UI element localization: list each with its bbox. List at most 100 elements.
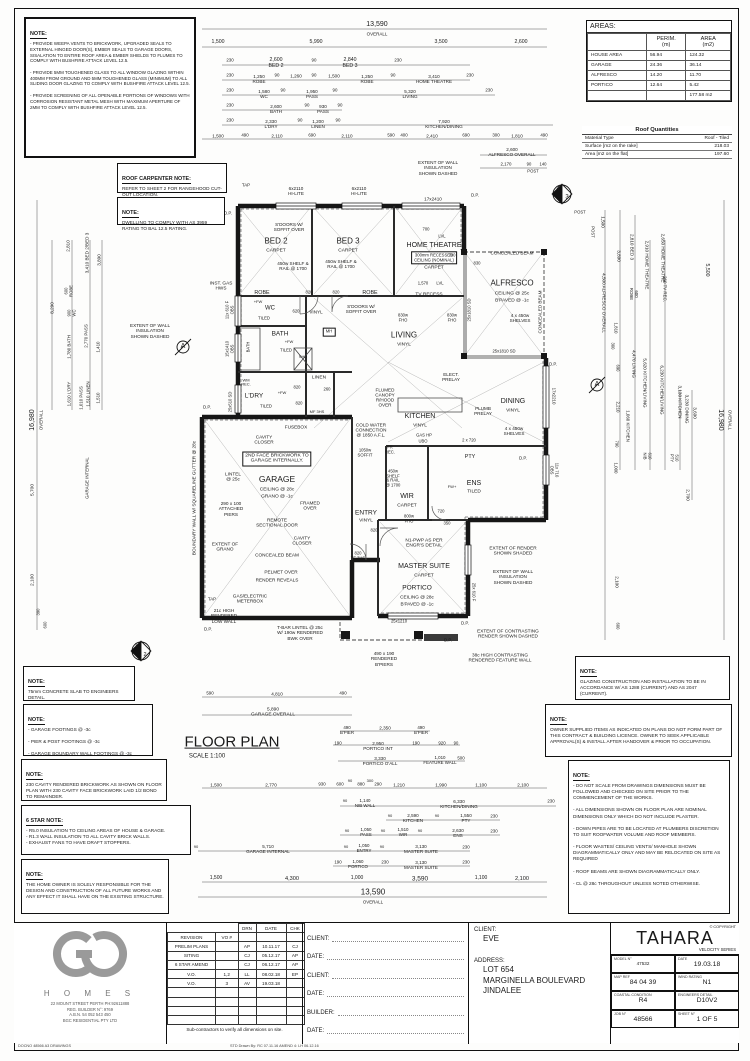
sliding-door-glazing xyxy=(463,254,544,359)
revision-row xyxy=(167,1014,305,1026)
roof-quantities-title: Roof Quantities xyxy=(582,126,732,135)
posts-and-piers xyxy=(341,249,547,641)
product-field-label: MAP REF xyxy=(614,975,630,980)
builder-address: 22 MOUNT STREET PERTH PH:92611888 REG. B… xyxy=(50,1001,130,1024)
insulation-dashed-line xyxy=(204,208,544,615)
note-title: NOTE: xyxy=(573,773,590,781)
fixtures xyxy=(239,327,463,413)
std-drawn-text: STD Drawn By: RC 07.11.16 AMEND 4: LH 06… xyxy=(230,1044,319,1048)
signature-line xyxy=(327,988,464,997)
vo-header: VO # xyxy=(215,932,239,943)
note-title: 6 STAR NOTE: xyxy=(26,818,64,826)
subcontractor-note: Sub-contractors to verify all dimensions… xyxy=(186,1027,283,1033)
note-title: NOTE: xyxy=(550,717,567,725)
builder-logo-cell: H O M E S 22 MOUNT STREET PERTH PH:92611… xyxy=(14,923,166,1044)
note-body: GLAZING CONSTRUCTION AND INSTALLATION TO… xyxy=(580,679,706,697)
date-header: DATE xyxy=(255,922,287,934)
client-info-cell: CLIENT: EVE ADDRESS: LOT 654 MARGINELLA … xyxy=(468,923,610,1044)
client-name: EVE xyxy=(483,934,500,943)
note-title: NOTE: xyxy=(28,679,45,687)
revision-header-row: DRN DATE CHK xyxy=(168,922,305,934)
area-column-header: AREA (m2) xyxy=(685,33,731,51)
revision-row xyxy=(167,987,305,998)
roof-quantity-row: Area [m2 on the flat]197.60 xyxy=(582,150,732,159)
signature-line xyxy=(332,970,464,979)
drawing-border xyxy=(14,8,739,1051)
note-body: THE HOME OWNER IS SOLELY RESPONSIBLE FOR… xyxy=(26,882,164,900)
reference-diagonals xyxy=(203,207,545,617)
roof-carpenter-note: ROOF CARPENTER NOTE: REFER TO SHEET 2 FO… xyxy=(117,163,227,197)
note-title: NOTE: xyxy=(28,717,45,725)
docno-text: DOCNO 48566 A3 DRAWINGS xyxy=(18,1044,72,1048)
product-field: MODEL N°47532 xyxy=(611,955,675,974)
note-body: - R5.0 INSULATION TO CEILING AREAS OF HO… xyxy=(26,828,166,846)
note-body: - PROVIDE WEEPA VENTS TO BRICKWORK, UPGR… xyxy=(30,41,190,110)
note-body: - DO NOT SCALE FROM DRAWINGS DIMENSIONS … xyxy=(573,783,721,886)
signature-line xyxy=(327,951,464,960)
glazing-note: NOTE: GLAZING CONSTRUCTION AND INSTALLAT… xyxy=(575,656,730,700)
signature-label: DATE: xyxy=(307,991,325,997)
signature-cell: CLIENT:DATE:CLIENT:DATE:BUILDER:DATE: xyxy=(302,923,468,1044)
areas-title: AREAS: xyxy=(587,21,731,33)
go-homes-logo-icon xyxy=(53,931,127,977)
product-field-value: D10V2 xyxy=(696,997,718,1005)
revision-row xyxy=(167,996,305,1007)
home-owner-note: NOTE: THE HOME OWNER IS SOLELY RESPONSIB… xyxy=(21,859,169,914)
door-swings xyxy=(299,295,447,561)
title-block: H O M E S 22 MOUNT STREET PERTH PH:92611… xyxy=(14,922,739,1044)
note-body: DWELLING TO COMPLY WITH AS 3959 RATING T… xyxy=(122,220,208,232)
address-lot: LOT 654 xyxy=(483,964,514,974)
signature-row: DATE: xyxy=(303,979,468,997)
signature-label: DATE: xyxy=(307,1028,325,1034)
areas-header-row: PERIM. (m) AREA (m2) xyxy=(587,33,731,51)
area-row: 177.58 m2 xyxy=(587,90,731,101)
signature-line xyxy=(337,1007,464,1016)
product-cell: © COPYRIGHT TAHARA VELOCITY SERIES MODEL… xyxy=(610,923,739,1044)
signature-label: CLIENT: xyxy=(307,972,330,979)
brand-name: H O M E S xyxy=(43,989,137,998)
windows xyxy=(234,202,550,620)
revision-header: REVISION xyxy=(167,932,216,943)
note-title: NOTE: xyxy=(30,31,47,39)
slab-note: NOTE: 75mm CONCRETE SLAB TO ENGINEERS DE… xyxy=(23,666,135,701)
product-field-value: 84 04 39 xyxy=(629,979,657,987)
product-field-label: MODEL N° xyxy=(614,957,632,961)
concealed-beam-dashed xyxy=(214,251,545,641)
note-body: REFER TO SHEET 2 FOR RANGEHOOD CUT-OUT L… xyxy=(122,186,222,198)
note-title: NOTE: xyxy=(26,872,43,880)
drn-header: DRN xyxy=(237,922,257,934)
bal-note: NOTE: DWELLING TO COMPLY WITH AS 3959 RA… xyxy=(117,197,225,231)
revision-header-row2: REVISION VO # xyxy=(167,932,305,943)
internal-walls xyxy=(238,206,546,616)
bushfire-note: NOTE: - PROVIDE WEEPA VENTS TO BRICKWORK… xyxy=(24,17,196,158)
product-field: JOB N°48566 xyxy=(611,1009,675,1028)
product-field-label: COASTAL CONDITION xyxy=(614,993,652,998)
product-field-label: DATE xyxy=(678,957,688,961)
product-field-value: R4 xyxy=(638,997,648,1005)
signature-row: DATE: xyxy=(303,1016,468,1034)
signature-label: DATE: xyxy=(307,954,325,960)
owner-supplied-note: NOTE: OWNER SUPPLIED ITEMS AS INDICATED … xyxy=(545,704,732,757)
product-field: SHEET N°1 OF 5 xyxy=(675,1009,739,1028)
product-field-value: 48566 xyxy=(633,1015,653,1023)
signature-line xyxy=(327,1025,464,1034)
address-street: MARGINELLA BOULEVARD xyxy=(483,975,586,985)
address-suburb: JINDALEE xyxy=(483,986,522,996)
note-title: NOTE: xyxy=(122,210,139,218)
note-title: NOTE: xyxy=(26,772,43,780)
